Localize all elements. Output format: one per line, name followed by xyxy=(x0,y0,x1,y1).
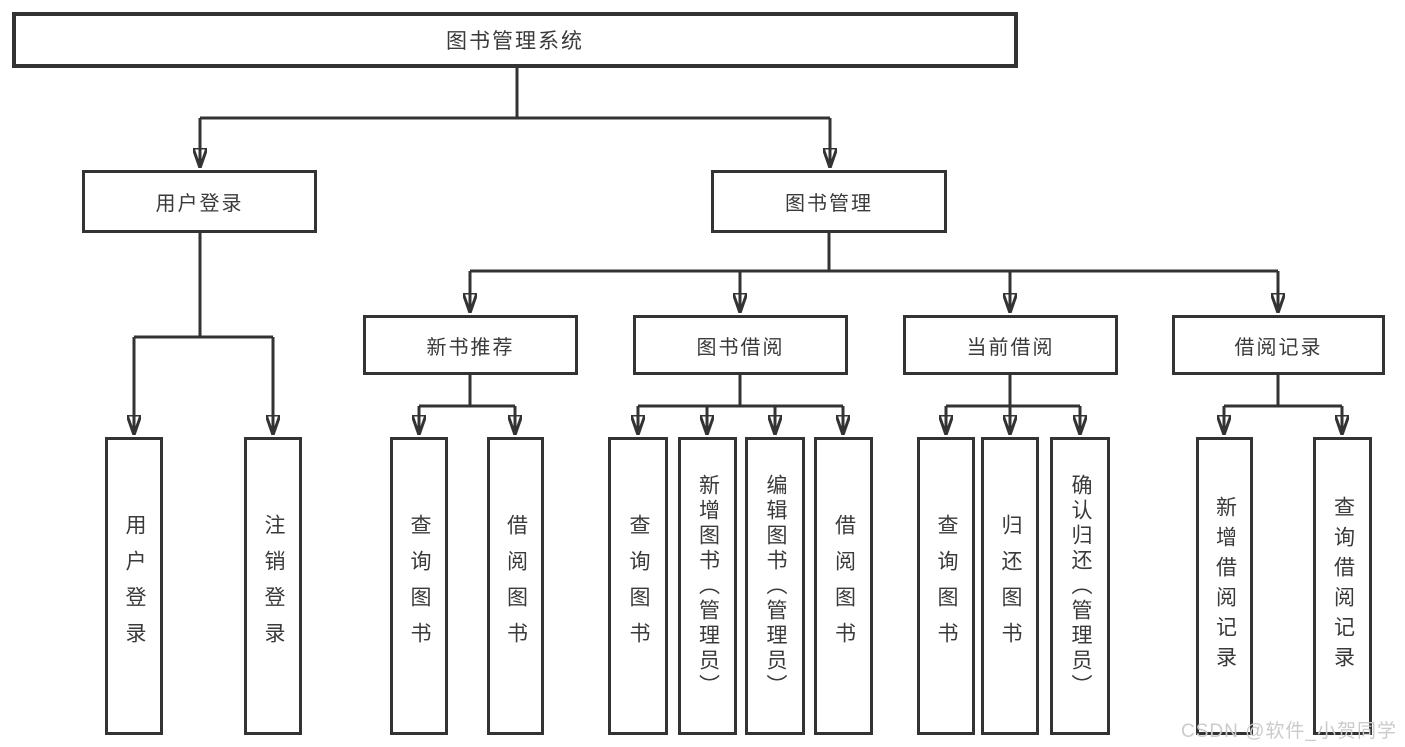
leaf-record-query: 查询借阅记录 xyxy=(1313,437,1372,735)
leaf-record-add: 新增借阅记录 xyxy=(1196,437,1253,735)
leaf-newbook-query-label: 查询图书 xyxy=(408,514,431,658)
leaf-current-query: 查询图书 xyxy=(917,437,975,735)
leaf-current-query-label: 查询图书 xyxy=(935,514,958,658)
leaf-newbook-query: 查询图书 xyxy=(390,437,448,735)
node-new-book-recommend: 新书推荐 xyxy=(363,315,578,375)
node-root: 图书管理系统 xyxy=(12,12,1018,68)
node-current-borrow-label: 当前借阅 xyxy=(966,336,1055,359)
leaf-current-confirm-admin: 确认归还（管理员） xyxy=(1050,437,1110,735)
leaf-user-login-label: 用户登录 xyxy=(123,514,146,658)
node-book-borrow-label: 图书借阅 xyxy=(696,336,785,359)
node-user-login: 用户登录 xyxy=(82,170,317,233)
node-new-book-recommend-label: 新书推荐 xyxy=(426,336,515,359)
leaf-borrow-add-admin-label: 新增图书（管理员） xyxy=(696,473,720,699)
leaf-record-add-label: 新增借阅记录 xyxy=(1213,496,1237,676)
node-root-label: 图书管理系统 xyxy=(446,30,584,53)
tree-trunk-lines xyxy=(134,68,1342,408)
node-book-borrow: 图书借阅 xyxy=(633,315,848,375)
node-current-borrow: 当前借阅 xyxy=(903,315,1118,375)
leaf-current-return: 归还图书 xyxy=(981,437,1039,735)
node-book-mgmt-label: 图书管理 xyxy=(785,193,873,215)
node-borrow-record: 借阅记录 xyxy=(1172,315,1385,375)
leaf-user-login: 用户登录 xyxy=(105,437,163,735)
leaf-current-return-label: 归还图书 xyxy=(999,514,1022,658)
csdn-watermark: CSDN @软件_小贺同学 xyxy=(1181,721,1397,742)
leaf-newbook-borrow-label: 借阅图书 xyxy=(504,514,528,658)
leaf-borrow-edit-admin: 编辑图书（管理员） xyxy=(745,437,805,735)
leaf-logout: 注销登录 xyxy=(244,437,302,735)
leaf-borrow-query: 查询图书 xyxy=(608,437,668,735)
leaf-record-query-label: 查询借阅记录 xyxy=(1331,496,1355,676)
leaf-borrow-query-label: 查询图书 xyxy=(627,514,650,658)
node-user-login-label: 用户登录 xyxy=(155,193,244,215)
leaf-borrow-edit-admin-label: 编辑图书（管理员） xyxy=(764,473,787,699)
node-book-mgmt: 图书管理 xyxy=(711,170,947,233)
leaf-borrow-borrow: 借阅图书 xyxy=(814,437,873,735)
leaf-current-confirm-admin-label: 确认归还（管理员） xyxy=(1069,473,1092,699)
leaf-borrow-add-admin: 新增图书（管理员） xyxy=(678,437,737,735)
leaf-logout-label: 注销登录 xyxy=(262,514,285,658)
leaf-borrow-borrow-label: 借阅图书 xyxy=(832,514,856,658)
leaf-newbook-borrow: 借阅图书 xyxy=(487,437,544,735)
node-borrow-record-label: 借阅记录 xyxy=(1234,336,1323,359)
